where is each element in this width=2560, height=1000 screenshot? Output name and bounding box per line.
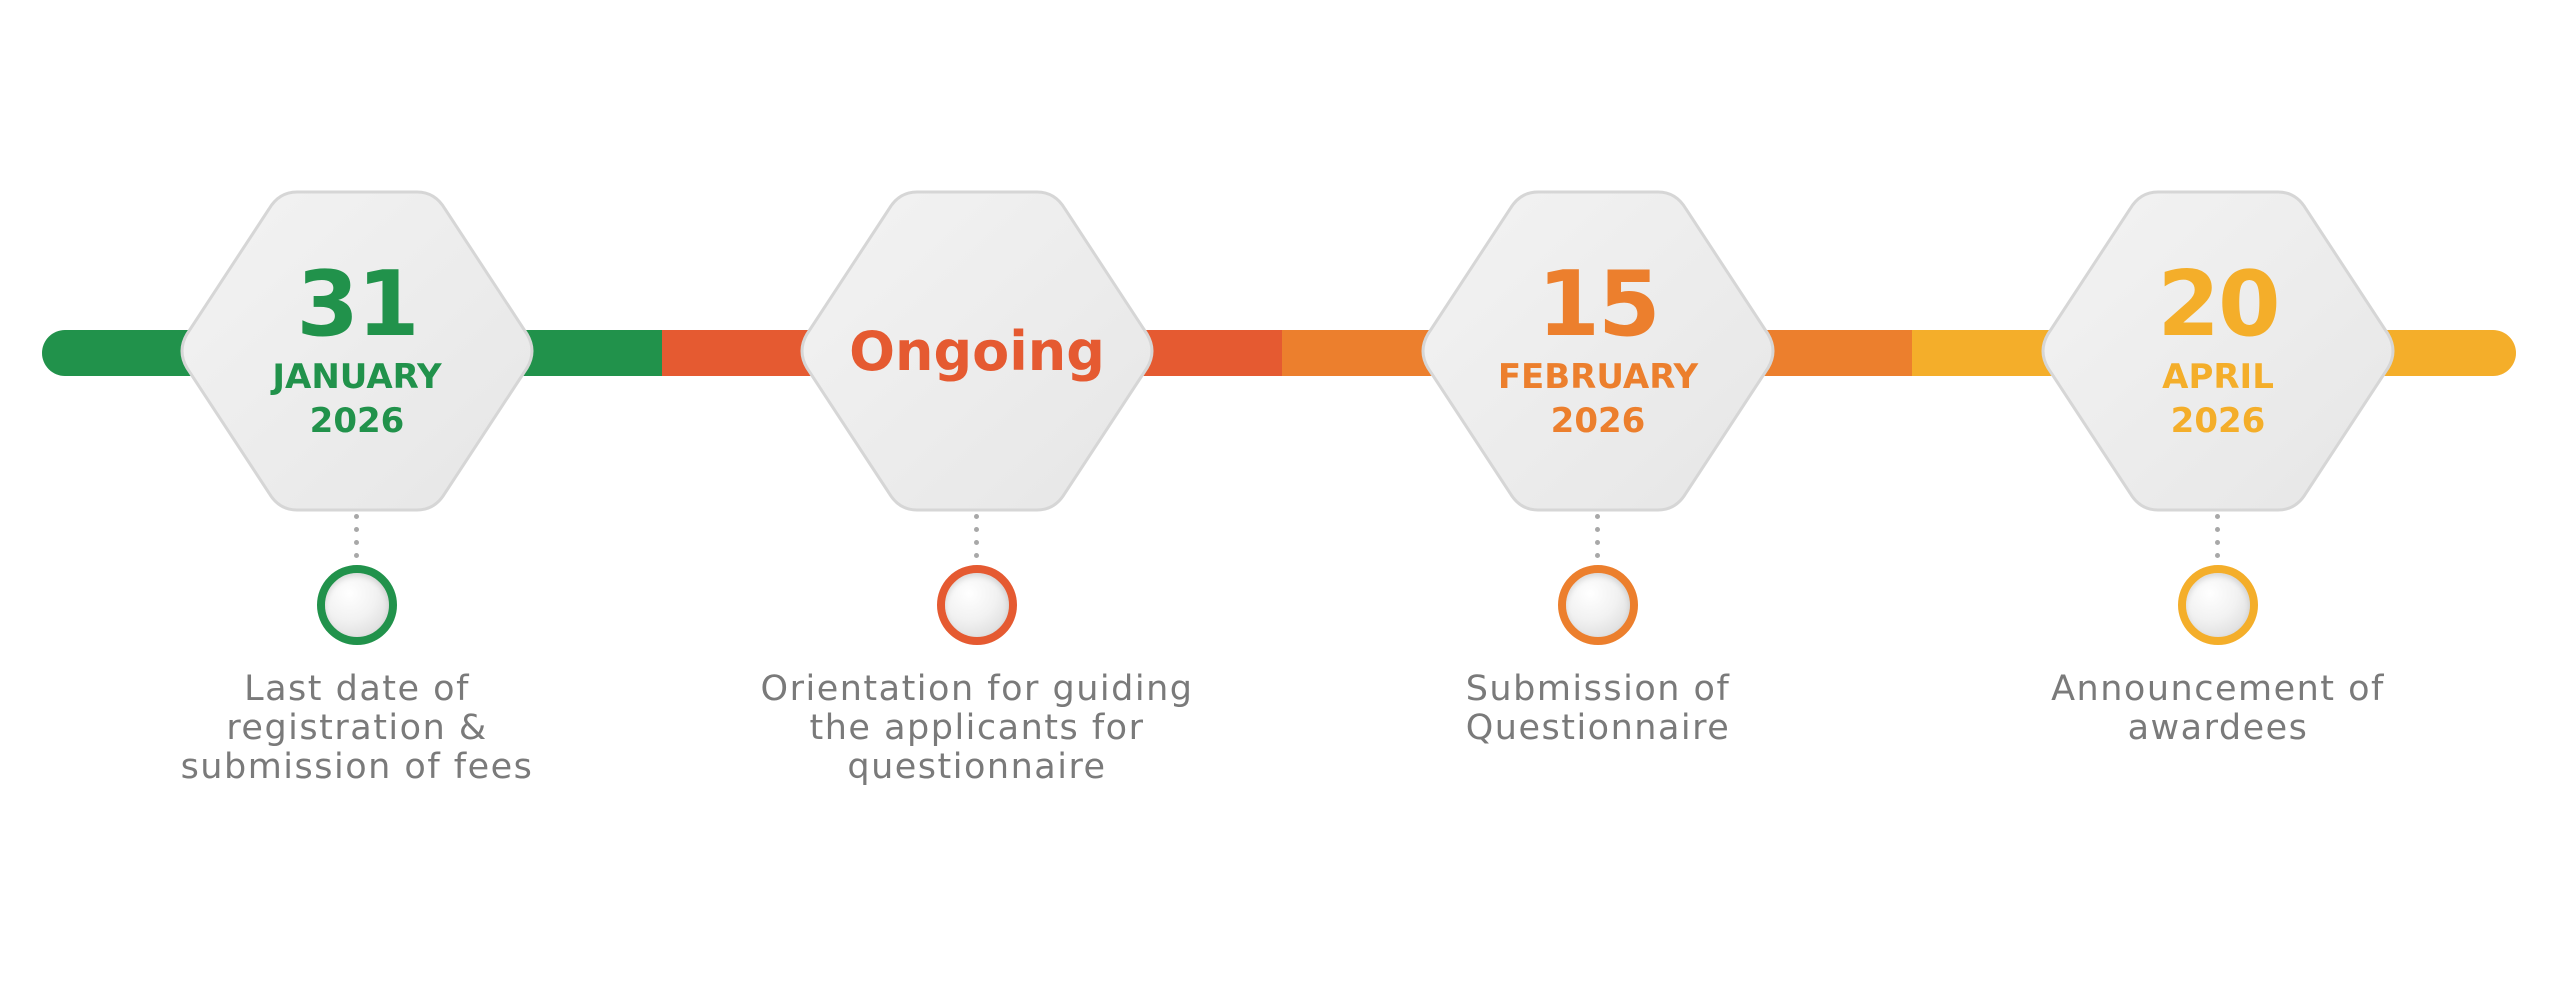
caption-line: Submission of Questionnaire <box>1465 669 1731 748</box>
connector-dots <box>2215 514 2221 564</box>
milestone-caption: Announcement of awardees <box>1938 670 2498 748</box>
hexagon-badge: 20 APRIL 2026 <box>2038 190 2398 512</box>
milestone-2: Ongoing Orientation for guiding the appl… <box>697 0 1257 1000</box>
caption-line: Announcement of awardees <box>2051 669 2385 748</box>
milestone-caption: Orientation for guiding the applicants f… <box>697 670 1257 787</box>
connector-dots <box>1595 514 1601 564</box>
milestone-ring <box>1558 565 1638 645</box>
milestone-day: 20 <box>2157 252 2280 357</box>
milestone-month: JANUARY <box>272 357 442 397</box>
hexagon-badge: 31 JANUARY 2026 <box>177 190 537 512</box>
hexagon-date: 15 FEBRUARY 2026 <box>1418 190 1778 512</box>
hexagon-shape <box>2041 190 2395 512</box>
milestone-year: 2026 <box>2170 401 2266 441</box>
milestone-year: 2026 <box>1550 401 1646 441</box>
hexagon-shape <box>800 190 1154 512</box>
caption-line: Orientation for guiding the applicants f… <box>760 669 1194 787</box>
hexagon-date: 31 JANUARY 2026 <box>177 190 537 512</box>
milestone-day: 31 <box>296 252 419 357</box>
milestone-caption: Last date of registration & submission o… <box>77 670 637 787</box>
milestone-status: Ongoing <box>849 320 1105 383</box>
milestone-ring <box>937 565 1017 645</box>
milestone-year: 2026 <box>309 401 405 441</box>
milestone-ring <box>2178 565 2258 645</box>
milestone-1: 31 JANUARY 2026 Last date of registratio… <box>77 0 637 1000</box>
milestone-3: 15 FEBRUARY 2026 Submission of Questionn… <box>1318 0 1878 1000</box>
milestone-day: 15 <box>1537 252 1660 357</box>
hexagon-badge: Ongoing <box>797 190 1157 512</box>
connector-dots <box>974 514 980 564</box>
hexagon-status: Ongoing <box>797 190 1157 512</box>
milestone-month: FEBRUARY <box>1497 357 1699 397</box>
hexagon-badge: 15 FEBRUARY 2026 <box>1418 190 1778 512</box>
milestone-ring <box>317 565 397 645</box>
connector-dots <box>354 514 360 564</box>
hexagon-shape <box>180 190 534 512</box>
milestone-4: 20 APRIL 2026 Announcement of awardees <box>1938 0 2498 1000</box>
hexagon-date: 20 APRIL 2026 <box>2038 190 2398 512</box>
hexagon-shape <box>1421 190 1775 512</box>
caption-line: Last date of registration & submission o… <box>180 669 534 787</box>
milestone-month: APRIL <box>2162 357 2274 397</box>
milestone-caption: Submission of Questionnaire <box>1318 670 1878 748</box>
